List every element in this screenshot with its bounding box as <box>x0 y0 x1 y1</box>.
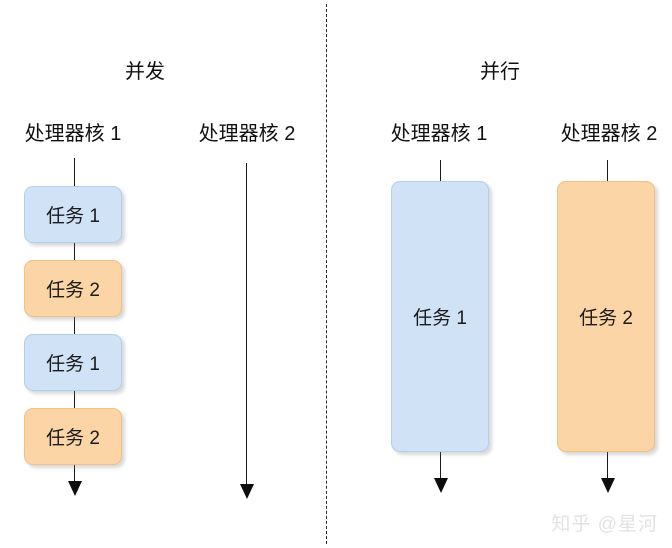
task-label: 任务 2 <box>579 308 633 329</box>
section-title-concurrency: 并发 <box>125 61 165 83</box>
timeline-left-core-2 <box>246 163 247 486</box>
task-label: 任务 1 <box>46 354 100 375</box>
task-label: 任务 2 <box>46 428 100 449</box>
task-label: 任务 1 <box>46 206 100 227</box>
timeline-left-core-1 <box>74 158 75 483</box>
timeline-arrow-right-core-1 <box>434 478 448 493</box>
section-divider <box>326 4 327 544</box>
timeline-arrow-right-core-2 <box>601 478 615 493</box>
core-label-right-core-1: 处理器核 1 <box>390 123 488 145</box>
task-label: 任务 2 <box>46 280 100 301</box>
task-box-left-core-1-1: 任务 2 <box>24 260 122 317</box>
task-label: 任务 1 <box>413 308 467 329</box>
task-box-left-core-1-2: 任务 1 <box>24 334 122 391</box>
core-label-left-core-2: 处理器核 2 <box>198 123 296 145</box>
task-box-left-core-1-3: 任务 2 <box>24 408 122 465</box>
core-label-right-core-2: 处理器核 2 <box>560 123 658 145</box>
task-box-right-core-1-0: 任务 1 <box>391 181 489 452</box>
watermark: 知乎 @星河 <box>551 514 658 535</box>
section-title-parallelism: 并行 <box>480 61 520 83</box>
timeline-arrow-left-core-2 <box>240 484 254 499</box>
task-box-right-core-2-0: 任务 2 <box>557 181 655 452</box>
core-label-left-core-1: 处理器核 1 <box>24 123 122 145</box>
timeline-arrow-left-core-1 <box>68 481 82 496</box>
task-box-left-core-1-0: 任务 1 <box>24 186 122 243</box>
